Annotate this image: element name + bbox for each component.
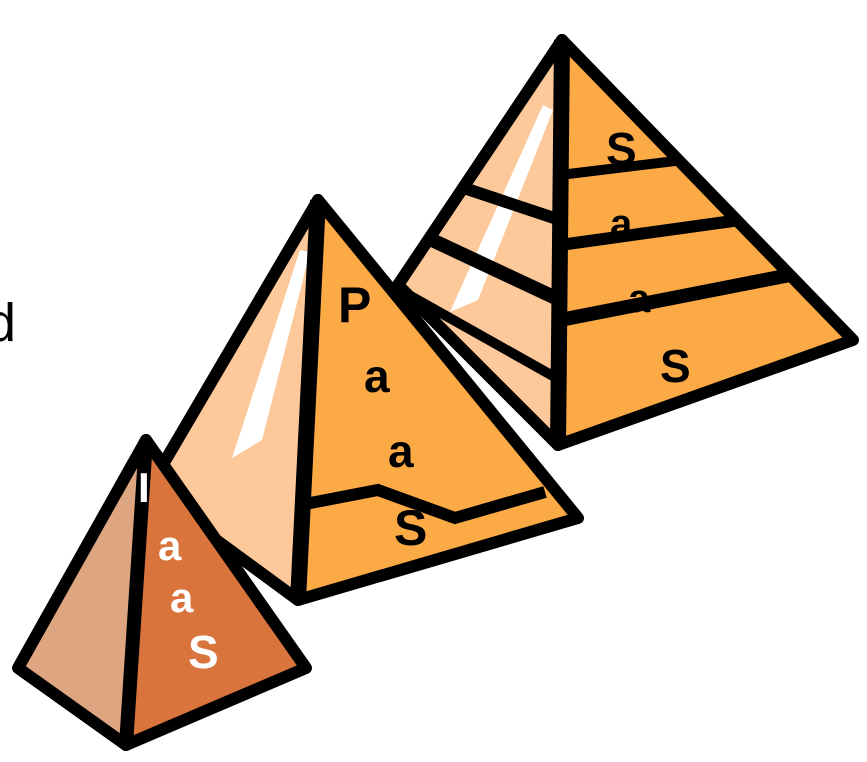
paas-letter-1: P <box>338 277 371 333</box>
saas-center-edge <box>558 40 562 445</box>
paas-letter-2: a <box>364 350 390 402</box>
saas-letter-1: S <box>606 123 637 175</box>
edge-text: d <box>0 296 16 350</box>
paas-letter-4: S <box>394 500 427 556</box>
saas-letter-3: a <box>628 277 651 321</box>
iaas-letter-3: a <box>170 574 194 621</box>
iaas-letter-1: I <box>138 464 150 511</box>
saas-letter-4: S <box>660 340 691 392</box>
paas-letter-3: a <box>388 425 414 477</box>
saas-letter-2: a <box>610 202 633 246</box>
iaas-letter-2: a <box>158 522 182 569</box>
iaas-letter-4: S <box>188 626 219 678</box>
